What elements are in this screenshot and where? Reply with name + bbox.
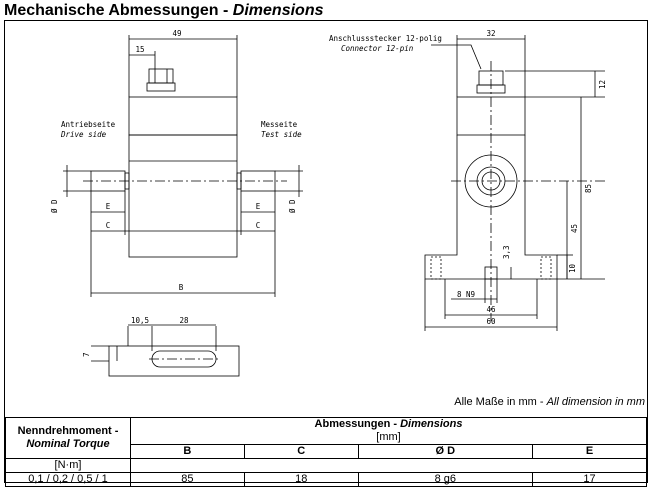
drive-side-de: Antriebseite (61, 120, 116, 129)
dim-e-left: E (106, 202, 111, 211)
dim-7: 7 (82, 352, 91, 357)
torque-value: 0,1 / 0,2 / 0,5 / 1 (5, 472, 131, 487)
page-title: Mechanische Abmessungen - Dimensions (4, 2, 324, 19)
dim-c-right: C (256, 221, 261, 230)
col-b-header: B (130, 444, 245, 459)
table-subheader-row: B C Ø D E (6, 444, 647, 459)
dim-b: B (179, 283, 184, 292)
value-b: 85 (130, 472, 245, 487)
dim-c-left: C (106, 221, 111, 230)
test-side-de: Messeite (261, 120, 298, 129)
dim-85: 85 (584, 184, 593, 193)
col-e-header: E (532, 444, 647, 459)
dim-10-5: 10,5 (131, 316, 149, 325)
dim-49: 49 (172, 29, 181, 38)
units-note: Alle Maße in mm - All dimension in mm (454, 396, 645, 408)
torque-header: Nenndrehmoment - Nominal Torque (5, 417, 131, 459)
key-view (91, 324, 240, 377)
dim-3-3: 3,3 (502, 245, 511, 259)
dim-45: 45 (570, 224, 579, 233)
value-c: 18 (243, 472, 359, 487)
right-view (424, 35, 605, 331)
dim-12: 12 (598, 80, 607, 89)
dim-60: 60 (486, 317, 496, 326)
dim-8-n9: 8 N9 (457, 290, 475, 299)
value-e: 17 (532, 472, 647, 487)
torque-unit: [N·m] (5, 458, 131, 473)
dim-15: 15 (135, 45, 144, 54)
dim-28: 28 (179, 316, 189, 325)
col-d-header: Ø D (357, 444, 534, 459)
connector-en: Connector 12-pin (341, 44, 414, 53)
dim-10: 10 (568, 263, 577, 273)
value-d: 8 g6 (357, 472, 534, 487)
connector-de: Anschlussstecker 12-polig (329, 34, 442, 43)
col-c-header: C (243, 444, 359, 459)
dim-32: 32 (486, 29, 495, 38)
dimensions-table: Nenndrehmoment - Nominal Torque Abmessun… (5, 417, 647, 487)
dimensions-header: Abmessungen - Dimensions [mm] (130, 417, 647, 445)
left-view (63, 35, 303, 297)
drive-side-en: Drive side (60, 130, 107, 139)
technical-drawing: 49 15 Antriebseite Drive side Messeite T… (50, 29, 607, 377)
table-row: 0,1 / 0,2 / 0,5 / 1 85 18 8 g6 17 (5, 472, 647, 487)
dim-d-left: Ø D (50, 199, 59, 213)
test-side-en: Test side (261, 130, 302, 139)
dim-e-right: E (256, 202, 261, 211)
table-header-row: Nenndrehmoment - Nominal Torque Abmessun… (5, 417, 647, 459)
dim-d-right: Ø D (288, 199, 297, 213)
dim-46: 46 (486, 305, 496, 314)
table-unit-row: [N·m] (5, 458, 647, 473)
